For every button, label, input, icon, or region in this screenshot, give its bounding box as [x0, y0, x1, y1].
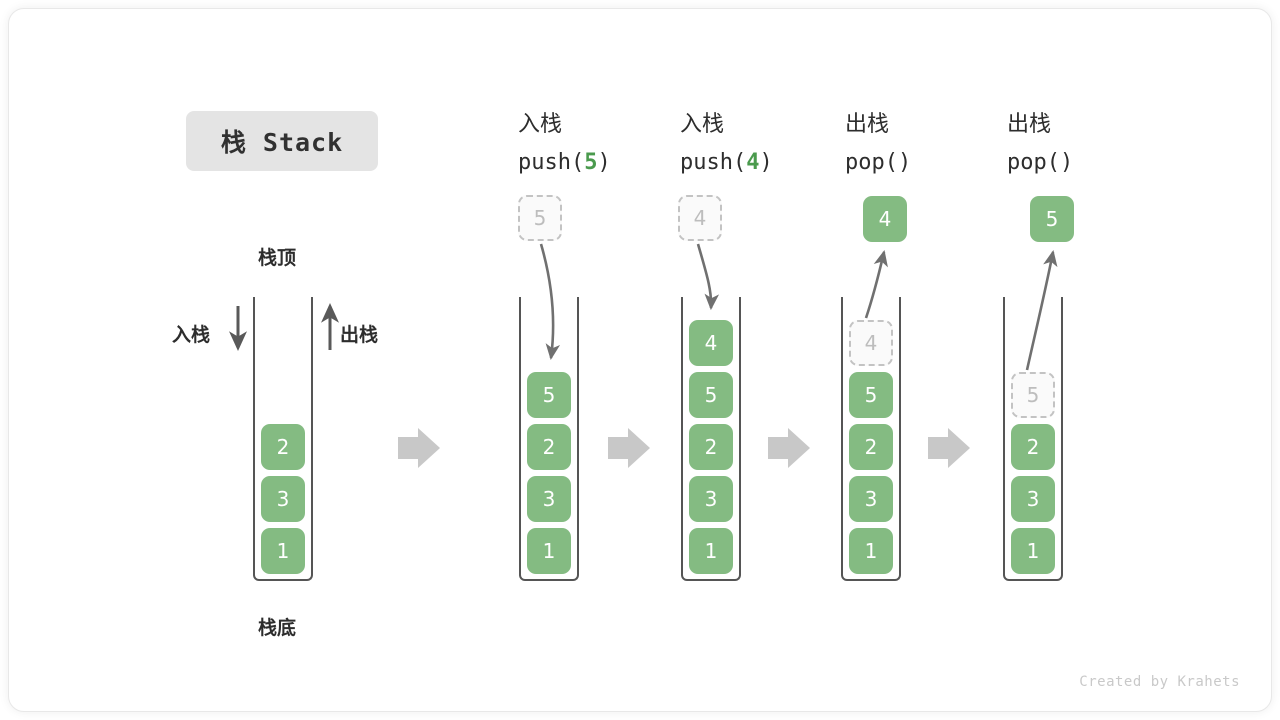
- stack-cell: 3: [527, 476, 571, 522]
- stack-container-pop-2: [1003, 297, 1063, 581]
- pop-side-label: 出栈: [340, 324, 379, 346]
- column-header-cn: 出栈: [845, 112, 890, 137]
- ghost-cell-push-4: 4: [678, 195, 722, 241]
- column-header-push-4: 入栈 push(4): [680, 106, 773, 182]
- column-header-code: pop(): [845, 144, 911, 182]
- code-pre: pop(: [845, 150, 898, 175]
- column-header-code: push(4): [680, 144, 773, 182]
- stack-bottom-label: 栈底: [258, 617, 297, 639]
- column-header-push-5: 入栈 push(5): [518, 106, 611, 182]
- stack-cell: 1: [849, 528, 893, 574]
- code-post: ): [897, 150, 912, 175]
- stack-container-push-4: [681, 297, 741, 581]
- push-side-label: 入栈: [172, 324, 211, 346]
- stack-container-push-5: [519, 297, 579, 581]
- stack-cell: 3: [261, 476, 305, 522]
- stack-cell: 5: [527, 372, 571, 418]
- ghost-cell-pop-2: 5: [1011, 372, 1055, 418]
- stack-cell: 2: [261, 424, 305, 470]
- column-header-pop-2: 出栈 pop(): [1007, 106, 1073, 182]
- code-post: ): [597, 150, 611, 175]
- code-pre: push(: [518, 150, 585, 175]
- code-arg: 4: [746, 150, 760, 175]
- page-title: 栈 Stack: [186, 111, 378, 171]
- stack-container-initial: [253, 297, 313, 581]
- column-header-cn: 入栈: [680, 112, 725, 137]
- stack-cell: 1: [261, 528, 305, 574]
- stack-cell: 4: [689, 320, 733, 366]
- stack-cell: 2: [1011, 424, 1055, 470]
- code-post: ): [759, 150, 773, 175]
- column-header-pop-1: 出栈 pop(): [845, 106, 911, 182]
- code-arg: 5: [584, 150, 598, 175]
- ghost-cell-pop-1: 4: [849, 320, 893, 366]
- stack-cell: 1: [689, 528, 733, 574]
- stack-cell: 5: [689, 372, 733, 418]
- stack-cell: 1: [527, 528, 571, 574]
- ghost-cell-push-5: 5: [518, 195, 562, 241]
- code-post: ): [1059, 150, 1074, 175]
- stack-cell: 1: [1011, 528, 1055, 574]
- stack-cell: 3: [849, 476, 893, 522]
- stack-cell: 2: [527, 424, 571, 470]
- code-pre: push(: [680, 150, 747, 175]
- stack-cell: 2: [689, 424, 733, 470]
- column-header-cn: 出栈: [1007, 112, 1052, 137]
- popped-cell-pop-2: 5: [1030, 196, 1074, 242]
- stack-top-label: 栈顶: [258, 247, 297, 269]
- stack-cell: 3: [1011, 476, 1055, 522]
- column-header-cn: 入栈: [518, 112, 563, 137]
- popped-cell-pop-1: 4: [863, 196, 907, 242]
- code-pre: pop(: [1007, 150, 1060, 175]
- footer-credit: Created by Krahets: [1079, 674, 1240, 690]
- stack-cell: 2: [849, 424, 893, 470]
- column-header-code: pop(): [1007, 144, 1073, 182]
- stack-container-pop-1: [841, 297, 901, 581]
- column-header-code: push(5): [518, 144, 611, 182]
- stack-cell: 3: [689, 476, 733, 522]
- stack-cell: 5: [849, 372, 893, 418]
